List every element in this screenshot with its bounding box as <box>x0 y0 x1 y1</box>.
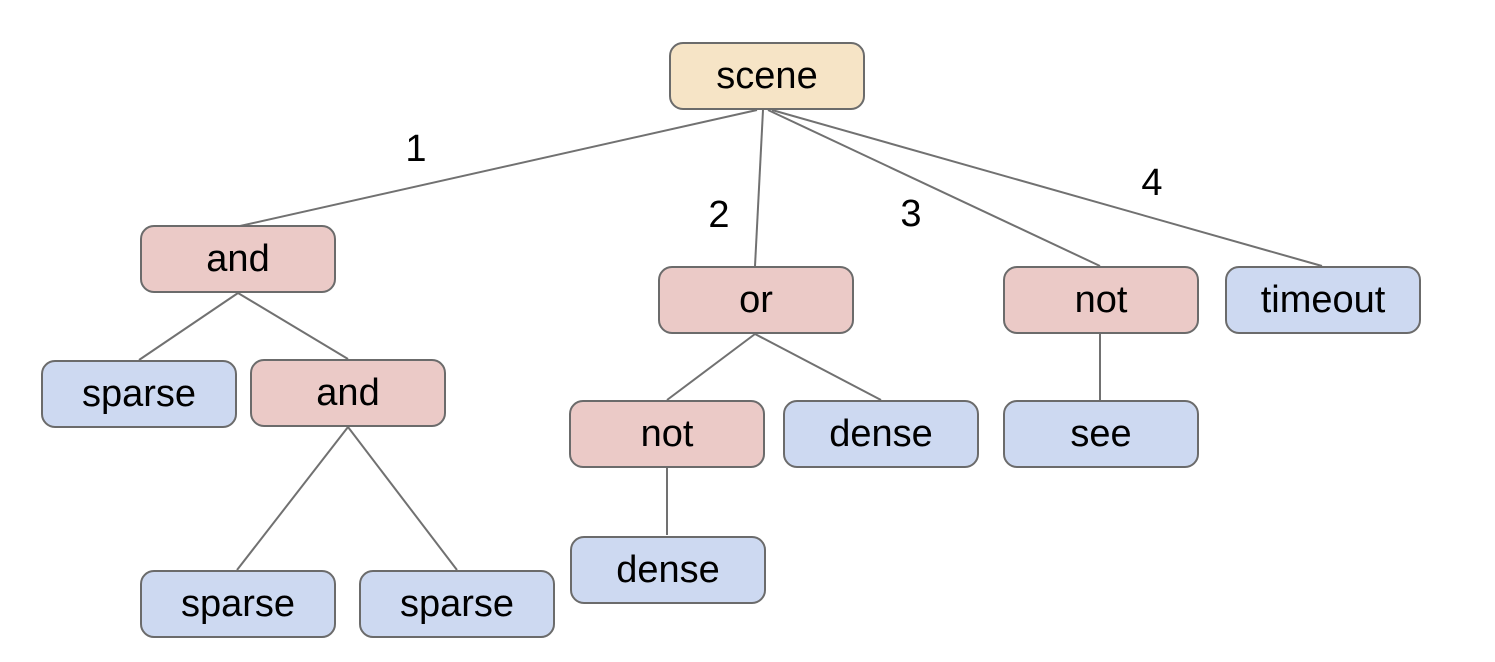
edge-label-1: 1 <box>405 128 427 170</box>
edge-label-2: 2 <box>708 194 730 236</box>
node-or-1: or <box>658 266 854 334</box>
node-and-2: and <box>250 359 446 427</box>
edge-or-1-not-1 <box>666 333 756 401</box>
node-scene: scene <box>669 42 865 110</box>
edge-scene-or-1 <box>754 109 764 267</box>
edge-label-3: 3 <box>900 193 922 235</box>
node-sparse-3: sparse <box>359 570 555 638</box>
node-and-1: and <box>140 225 336 293</box>
edge-and-1-and-2 <box>237 292 349 360</box>
edge-or-1-dense-1 <box>754 333 882 401</box>
node-dense-2: dense <box>570 536 766 604</box>
node-not-2: not <box>1003 266 1199 334</box>
edge-and-1-sparse-1 <box>138 292 239 361</box>
edge-and-2-sparse-3 <box>347 426 458 571</box>
edge-label-4: 4 <box>1141 162 1163 204</box>
node-timeout: timeout <box>1225 266 1421 334</box>
edge-scene-and-1 <box>239 109 758 227</box>
edge-scene-not-2 <box>767 109 1101 267</box>
edge-and-2-sparse-2 <box>236 426 349 571</box>
edge-scene-timeout <box>771 109 1323 267</box>
node-dense-1: dense <box>783 400 979 468</box>
node-not-1: not <box>569 400 765 468</box>
node-sparse-2: sparse <box>140 570 336 638</box>
node-see: see <box>1003 400 1199 468</box>
node-sparse-1: sparse <box>41 360 237 428</box>
